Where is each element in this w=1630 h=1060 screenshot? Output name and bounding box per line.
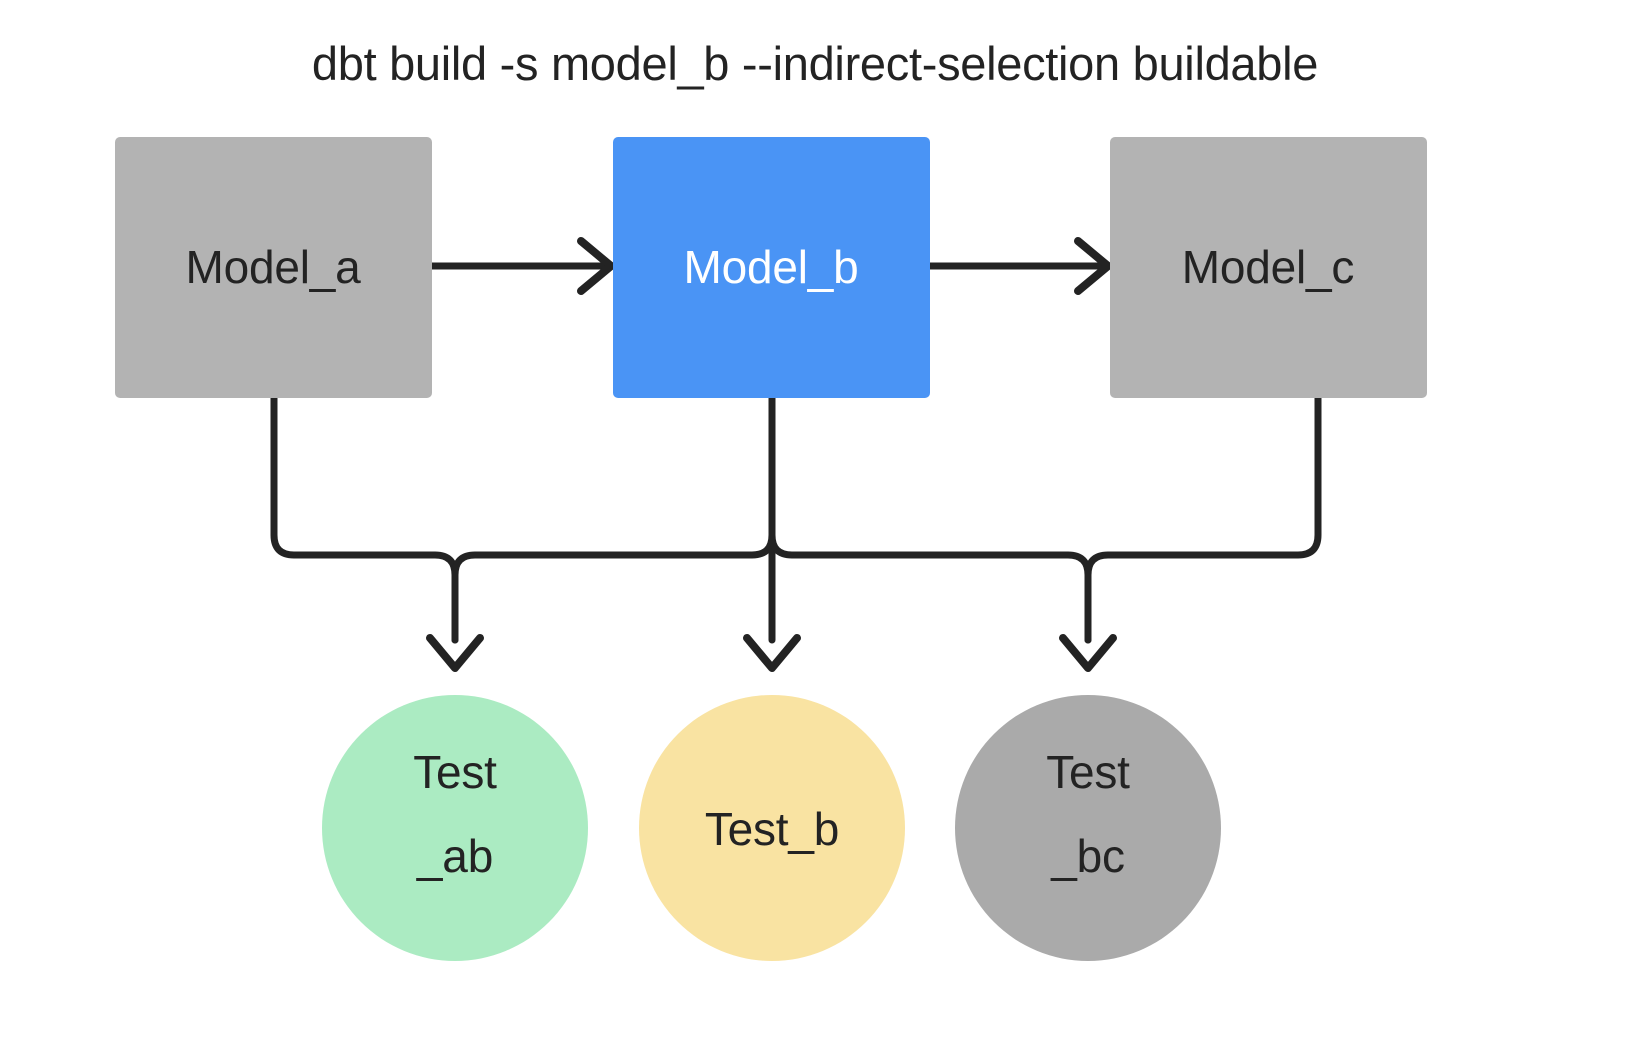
node-model-c-shape[interactable] xyxy=(1110,137,1427,398)
node-model-a-shape[interactable] xyxy=(115,137,432,398)
arrowhead-to-test-ab xyxy=(426,634,484,672)
node-test-b-shape[interactable] xyxy=(639,695,905,961)
node-model-b[interactable]: Model_b xyxy=(613,137,930,398)
edge-layer xyxy=(270,237,1322,672)
node-test-ab-label-line1: Test xyxy=(413,746,497,798)
node-model-b-label: Model_b xyxy=(683,241,858,293)
node-test-ab-label-line2: _ab xyxy=(416,830,493,882)
edge-model-a-to-test-ab xyxy=(270,394,459,644)
node-test-b-label-line1: Test_b xyxy=(705,803,839,855)
node-test-b[interactable]: Test_b xyxy=(639,695,905,961)
node-test-bc-label-line1: Test xyxy=(1046,746,1130,798)
page-title: dbt build -s model_b --indirect-selectio… xyxy=(312,37,1318,90)
node-model-b-shape[interactable] xyxy=(613,137,930,398)
edge-model-b-to-test-ab xyxy=(451,394,776,644)
edge-model-b-to-test-bc xyxy=(768,394,1092,644)
node-model-c[interactable]: Model_c xyxy=(1110,137,1427,398)
node-model-c-label: Model_c xyxy=(1182,241,1354,293)
arrowhead-to-test-bc xyxy=(1059,634,1117,672)
arrowhead-to-test-b xyxy=(743,634,801,672)
node-test-bc-shape[interactable] xyxy=(955,695,1221,961)
node-test-ab-shape[interactable] xyxy=(322,695,588,961)
node-test-bc[interactable]: Test _bc xyxy=(955,695,1221,961)
node-test-ab[interactable]: Test _ab xyxy=(322,695,588,961)
node-model-a[interactable]: Model_a xyxy=(115,137,432,398)
node-model-a-label: Model_a xyxy=(185,241,361,293)
arrowhead-model-b-to-model-c xyxy=(1074,237,1112,295)
node-layer: Model_a Model_b Model_c Test _ab Tes xyxy=(115,137,1427,961)
edge-model-c-to-test-bc xyxy=(1084,394,1322,644)
node-test-bc-label-line2: _bc xyxy=(1050,830,1125,882)
arrowhead-model-a-to-model-b xyxy=(577,237,615,295)
